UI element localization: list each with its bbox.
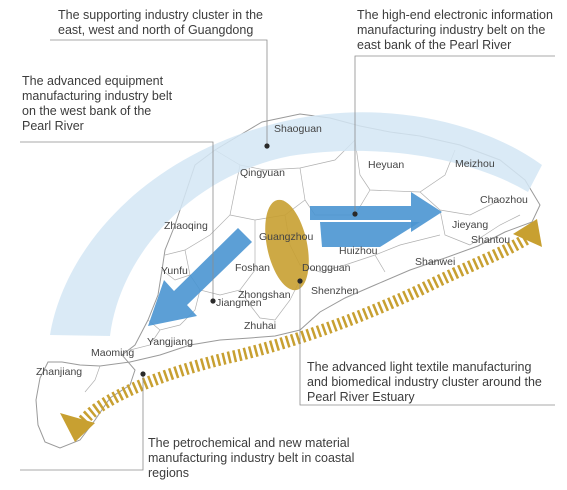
city-label-shanwei: Shanwei (415, 256, 455, 268)
electronic-belt-arrow-lower (320, 222, 420, 247)
city-label-maoming: Maoming (91, 347, 134, 359)
equipment-belt-arrow (148, 228, 252, 326)
city-label-yangjiang: Yangjiang (147, 336, 193, 348)
electronic-belt-annotation: The high-end electronic information manu… (357, 8, 553, 52)
prefecture-borders (84, 139, 521, 393)
petrochemical-belt-annotation: The petrochemical and new material manuf… (148, 436, 355, 480)
electronic-belt-arrow (310, 192, 442, 232)
support-cluster-band (50, 112, 542, 336)
textile-biomedical-annotation: The advanced light textile manufacturing… (307, 360, 542, 404)
city-label-guangzhou: Guangzhou (259, 231, 313, 243)
city-label-zhaoqing: Zhaoqing (164, 220, 208, 232)
city-label-zhuhai: Zhuhai (244, 320, 276, 332)
city-label-dongguan: Dongguan (302, 262, 351, 274)
equipment-belt-annotation: The advanced equipment manufacturing ind… (22, 74, 173, 133)
city-label-qingyuan: Qingyuan (240, 167, 285, 179)
city-label-zhongshan: Zhongshan (238, 289, 291, 301)
textile-biomedical-ellipse (265, 199, 309, 291)
support-cluster-annotation: The supporting industry cluster in the e… (58, 8, 263, 37)
city-label-shantou: Shantou (471, 234, 510, 246)
city-label-shaoguan: Shaoguan (274, 123, 322, 135)
city-label-jieyang: Jieyang (452, 219, 488, 231)
city-label-chaozhou: Chaozhou (480, 194, 528, 206)
city-label-foshan: Foshan (235, 262, 270, 274)
petrochemical-arrowhead-west (60, 413, 95, 442)
city-label-huizhou: Huizhou (339, 245, 378, 257)
leader-lines (20, 39, 555, 471)
city-label-jiangmen: Jiangmen (216, 297, 262, 309)
city-label-shenzhen: Shenzhen (311, 285, 358, 297)
city-label-yunfu: Yunfu (161, 265, 188, 277)
petrochemical-arrowhead-east (513, 219, 542, 247)
city-label-heyuan: Heyuan (368, 159, 404, 171)
leader-dots (140, 143, 358, 377)
city-label-zhanjiang: Zhanjiang (36, 366, 82, 378)
city-label-meizhou: Meizhou (455, 158, 495, 170)
